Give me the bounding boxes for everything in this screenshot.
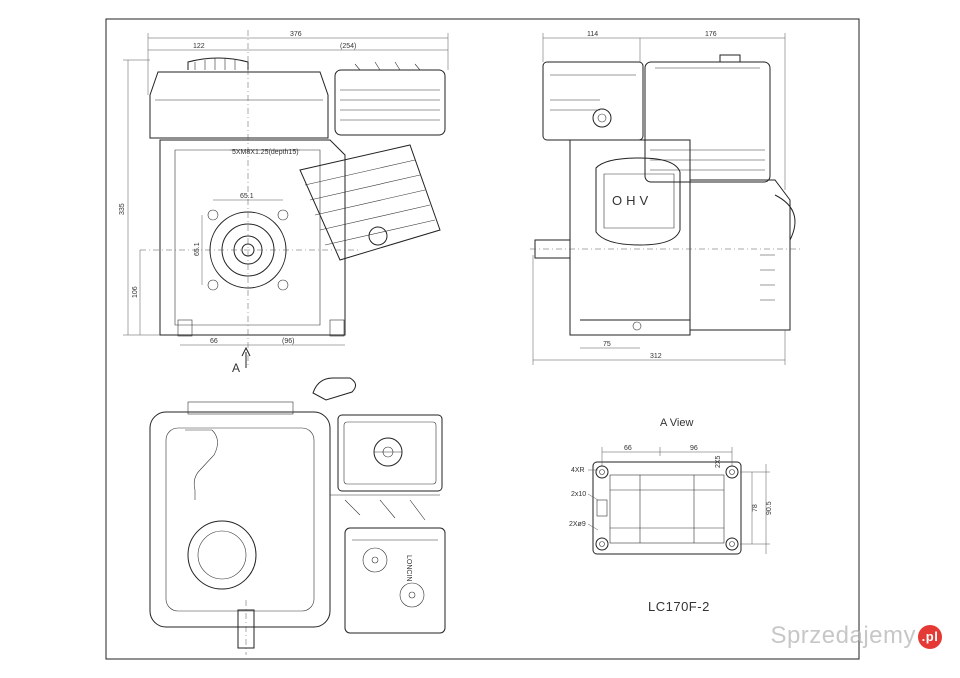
top-view <box>149 377 446 655</box>
thread-note: 5XM8X1.25(depth15) <box>232 149 299 156</box>
a-view-top-a: 66 <box>624 445 632 452</box>
dim-mount-h: 65.1 <box>240 193 254 200</box>
a-view-top-b: 96 <box>690 445 698 452</box>
loncin-badge: LONCIN <box>405 555 412 581</box>
a-view-side-b: 78 <box>752 504 759 512</box>
dim-side-bottom-a: 75 <box>603 341 611 348</box>
dim-overall-width: 376 <box>290 31 302 38</box>
a-view-title: A View <box>660 417 693 429</box>
dim-part-a: 122 <box>193 43 205 50</box>
dim-mount-v: 65.1 <box>194 242 201 256</box>
a-view-note-2x10: 2x10 <box>571 491 586 498</box>
dim-bottom-a: 66 <box>210 338 218 345</box>
dim-side-bottom-b: 312 <box>650 353 662 360</box>
dim-height-total: 335 <box>119 203 126 215</box>
model-label: LC170F-2 <box>648 599 710 614</box>
watermark: Sprzedajemy.pl <box>770 622 942 650</box>
ohv-badge: OHV <box>612 193 652 208</box>
dim-part-b: (254) <box>340 43 356 50</box>
view-marker-a: A <box>232 361 240 375</box>
watermark-text: Sprzedajemy <box>770 622 916 649</box>
a-view-side-c: 90.5 <box>766 501 773 515</box>
dim-bottom-b: (96) <box>282 338 294 345</box>
drawing-frame <box>105 18 860 660</box>
a-view-note-2x9: 2Xø9 <box>569 521 586 528</box>
side-view <box>530 33 800 365</box>
dim-side-top-b: 176 <box>705 31 717 38</box>
dim-height-shaft: 106 <box>132 286 139 298</box>
a-view-base <box>587 447 770 555</box>
watermark-suffix: .pl <box>918 624 942 649</box>
dim-side-top-a: 114 <box>587 31 598 38</box>
a-view-note-holes: 4XR <box>571 467 585 474</box>
front-view <box>123 30 449 368</box>
a-view-side-a: 2X5 <box>715 455 722 468</box>
